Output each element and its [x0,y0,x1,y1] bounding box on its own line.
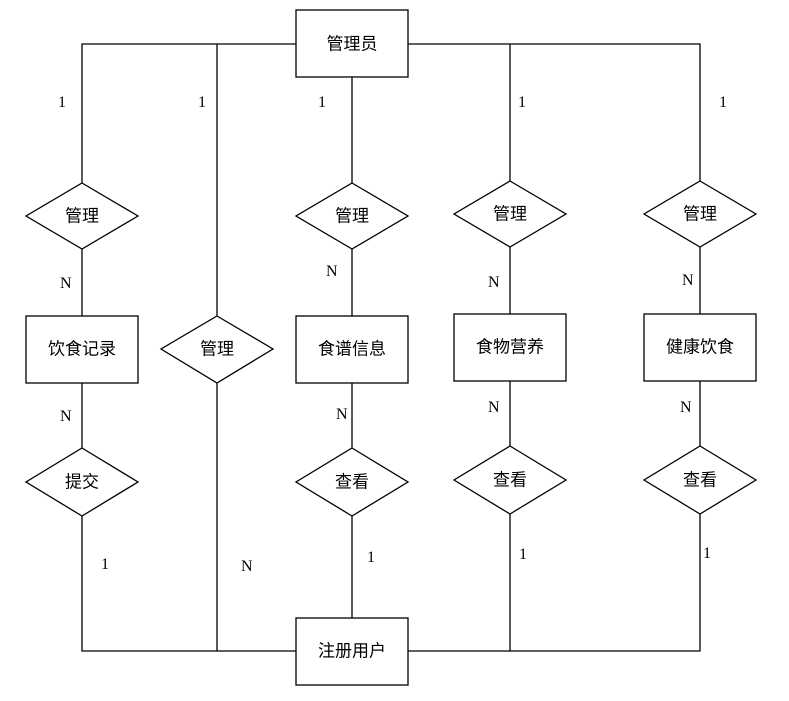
relationship-manage-3-label: 管理 [335,207,369,226]
relationship-manage-2: 管理 [159,315,275,384]
relationship-view-recipe-label: 查看 [335,473,369,492]
relationship-submit: 提交 [24,447,140,517]
cardinality-1: 1 [518,94,526,111]
relationship-manage-1: 管理 [24,182,140,250]
cardinality-1: 1 [719,94,727,111]
cardinality-n: N [60,408,72,425]
cardinality-1: 1 [101,556,109,573]
relationship-manage-4-label: 管理 [493,205,527,224]
relationship-view-healthy-label: 查看 [683,471,717,490]
line-view-healthy-to-user [408,514,701,652]
entity-recipe-info-label: 食谱信息 [318,340,386,359]
relationship-view-healthy: 查看 [642,445,758,515]
cardinality-1: 1 [703,545,711,562]
cardinality-1: 1 [198,94,206,111]
relationship-view-recipe: 查看 [294,447,410,517]
relationship-manage-5: 管理 [642,180,758,248]
entity-registered-user-label: 注册用户 [318,642,386,661]
entity-registered-user: 注册用户 [295,617,409,686]
cardinality-n: N [241,558,253,575]
relationship-submit-label: 提交 [65,473,99,492]
entity-recipe-info: 食谱信息 [295,315,409,384]
cardinality-1: 1 [318,94,326,111]
cardinality-n: N [488,399,500,416]
relationship-manage-2-label: 管理 [200,340,234,359]
cardinality-1: 1 [58,94,66,111]
entity-diet-record: 饮食记录 [25,315,139,384]
cardinality-n: N [326,263,338,280]
relationship-manage-4: 管理 [452,180,568,248]
entity-diet-record-label: 饮食记录 [48,340,116,359]
entity-food-nutrition-label: 食物营养 [476,338,544,357]
cardinality-1: 1 [367,549,375,566]
cardinality-n: N [336,406,348,423]
entity-admin: 管理员 [295,9,409,78]
cardinality-n: N [488,274,500,291]
relationship-manage-3: 管理 [294,182,410,250]
relationship-manage-5-label: 管理 [683,205,717,224]
cardinality-n: N [60,275,72,292]
relationship-view-nutrition-label: 查看 [493,471,527,490]
entity-admin-label: 管理员 [327,35,378,54]
entity-healthy-diet-label: 健康饮食 [666,338,734,357]
line-submit-to-user [81,516,296,652]
cardinality-n: N [682,272,694,289]
entity-healthy-diet: 健康饮食 [643,313,757,382]
line-admin-to-manage-5 [408,43,701,183]
relationship-view-nutrition: 查看 [452,445,568,515]
cardinality-1: 1 [519,546,527,563]
line-admin-to-manage-1 [81,43,296,183]
relationship-manage-1-label: 管理 [65,207,99,226]
connector-lines [81,43,701,652]
entity-food-nutrition: 食物营养 [453,313,567,382]
cardinality-labels: 1 1 1 1 1 N N N N N N N N 1 N 1 1 1 [58,94,727,575]
cardinality-n: N [680,399,692,416]
